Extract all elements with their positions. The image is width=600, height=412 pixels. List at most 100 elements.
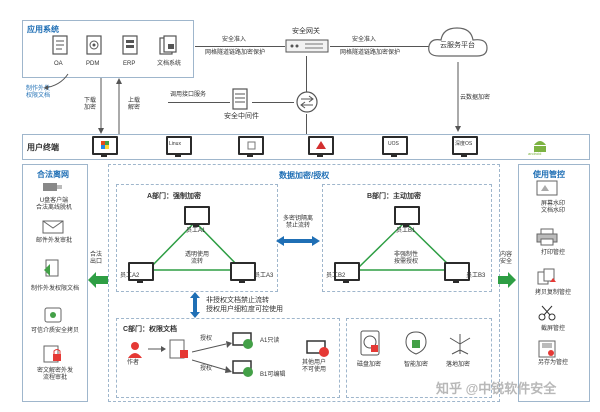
oa-icon xyxy=(52,35,68,55)
call-interface-label: 调用接口服务 xyxy=(170,92,207,98)
employee-b2-label: 员工B2 xyxy=(326,273,346,279)
security-gateway-icon xyxy=(285,39,329,53)
legal-exit-label: 合法 出口 xyxy=(89,252,102,265)
cloud-data-encrypt-label: 云数据加密 xyxy=(460,95,491,101)
outgoing-permission-note: 制作外发 权限文档 xyxy=(25,86,50,99)
dept-b-triangle xyxy=(354,220,456,271)
employee-b1-label: 员工B1 xyxy=(396,228,416,234)
copy-icon xyxy=(537,268,556,285)
document-system-label: 文档系统 xyxy=(157,61,182,67)
document-system-icon xyxy=(159,35,177,55)
copy-control-label: 拷贝复制管控 xyxy=(534,290,571,296)
watermark-icon xyxy=(536,180,558,196)
trusted-media-label: 可信介质安全拷贝 xyxy=(30,328,79,334)
tunnel-label-1: 网格隧道链路加密保护 xyxy=(205,50,266,56)
app-system-title: 应用系统 xyxy=(27,25,59,34)
employee-a3-label: 员工A3 xyxy=(254,273,274,279)
permission-document-icon xyxy=(44,259,59,277)
uos-label: UOS xyxy=(388,141,399,147)
landing-encryption-label: 落地加密 xyxy=(446,362,471,368)
mail-approval-label: 邮件外发审批 xyxy=(35,238,72,244)
isolation-arrow-icon xyxy=(276,236,320,246)
kylin-terminal-icon xyxy=(308,136,334,157)
smart-encryption-label: 智能加密 xyxy=(404,362,429,368)
landing-encryption-icon xyxy=(449,334,471,355)
dept-c-title: C部门：权限文档 xyxy=(123,326,178,333)
router-h-line xyxy=(252,102,294,103)
employee-a3-icon xyxy=(230,262,256,283)
legal-exit-arrow-icon xyxy=(88,272,108,288)
employee-b3-label: 员工B3 xyxy=(466,273,486,279)
watermark-label: 屏幕水印 文档水印 xyxy=(540,201,565,214)
linux-terminal-icon: Linux xyxy=(166,136,192,157)
a1-readonly-label: A1只读 xyxy=(260,338,280,344)
a1-readonly-icon xyxy=(232,332,253,349)
cloud-icon xyxy=(428,27,488,57)
oa-label: OA xyxy=(54,61,63,67)
disk-encryption-label: 磁盘加密 xyxy=(357,362,382,368)
curved-arrow-icon xyxy=(43,73,69,90)
permission-doc-icon xyxy=(169,339,188,359)
employee-b3-icon xyxy=(444,262,470,283)
dept-a-triangle xyxy=(146,220,244,271)
middleware-line xyxy=(168,102,230,103)
employee-a2-icon xyxy=(128,262,154,283)
screenshot-control-label: 截屏管控 xyxy=(540,326,565,332)
key-isolation-label: 多密钥隔离 禁止流转 xyxy=(282,216,313,229)
link-line-1 xyxy=(195,46,285,47)
auth-note-label: 非授权文档禁止流转 授权用户细粒度可控使用 xyxy=(206,297,283,314)
mac-terminal-icon xyxy=(238,136,264,157)
mail-icon xyxy=(42,220,64,234)
access-label-2: 安全准入 xyxy=(352,37,377,43)
author-label: 作者 xyxy=(127,360,140,366)
author-icon xyxy=(128,342,142,358)
content-security-arrow-icon xyxy=(498,272,516,288)
decrypt-approval-icon xyxy=(43,345,61,363)
security-middleware-label: 安全中间件 xyxy=(224,113,259,120)
disk-encryption-icon xyxy=(360,330,380,356)
cloud-label: 云服务平台 xyxy=(440,42,475,49)
dept-a-title: A部门：强制加密 xyxy=(147,193,202,200)
usb-client-icon xyxy=(43,183,62,191)
download-encrypt-label: 下载 加密 xyxy=(83,98,96,111)
access-label-1: 安全准入 xyxy=(222,37,247,43)
tunnel-label-2: 网格隧道链路加密保护 xyxy=(340,50,401,56)
source-watermark: 知乎 @中锐软件安全 xyxy=(436,381,557,396)
dept-c-panel: C部门：权限文档 xyxy=(116,318,340,398)
android-label: android xyxy=(528,151,542,156)
print-control-label: 打印管控 xyxy=(540,250,565,256)
usage-control-title: 使用管控 xyxy=(533,170,565,179)
smart-encryption-icon xyxy=(405,331,427,355)
data-encryption-title: 数据加密/授权 xyxy=(279,171,330,180)
printer-icon xyxy=(536,228,558,246)
usage-control-panel: 使用管控 xyxy=(518,164,590,402)
employee-a1-label: 员工A1 xyxy=(186,228,206,234)
gateway-vertical-line xyxy=(306,56,307,92)
trusted-media-icon xyxy=(44,307,62,323)
content-security-label: 内容 安全 xyxy=(499,252,512,265)
b1-edit-label: B1可编辑 xyxy=(260,372,286,378)
middleware-server-icon xyxy=(232,88,248,110)
grant-label-2: 授权 xyxy=(200,366,213,372)
security-gateway-label: 安全网关 xyxy=(292,28,320,35)
erp-icon xyxy=(122,35,138,55)
android-icon xyxy=(534,141,546,152)
cloud-down-arrow-icon xyxy=(455,62,461,132)
dept-b-flow-label: 非强制性 按需授权 xyxy=(393,252,418,265)
user-terminal-title: 用户终端 xyxy=(27,143,59,152)
decrypt-approval-label: 密文解密外发 流程审批 xyxy=(36,368,73,381)
windows-terminal-icon xyxy=(92,136,118,157)
employee-a1-icon xyxy=(184,206,210,227)
auth-vertical-arrow-icon xyxy=(190,292,200,318)
save-as-control-label: 另存为管控 xyxy=(537,360,568,366)
router-icon xyxy=(296,91,318,113)
erp-label: ERP xyxy=(123,61,136,67)
link-line-2 xyxy=(330,46,430,47)
deepin-label: 深度OS xyxy=(455,141,473,147)
dept-b-title: B部门：主动加密 xyxy=(367,193,422,200)
grant-label-1: 授权 xyxy=(200,336,213,342)
router-line xyxy=(306,114,307,134)
pdm-icon xyxy=(86,35,102,55)
other-users-blocked-icon xyxy=(306,340,329,357)
dept-a-flow-label: 透明使用 流转 xyxy=(184,252,209,265)
